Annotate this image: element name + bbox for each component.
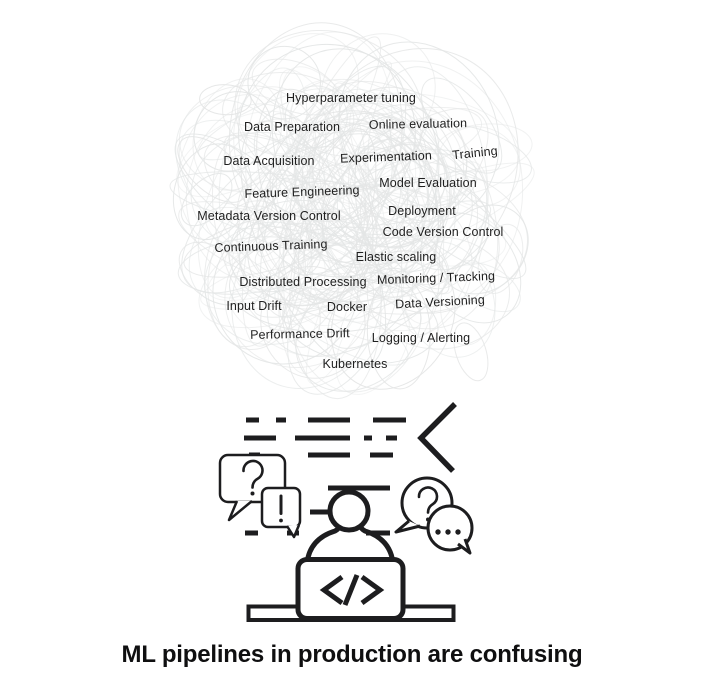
- question-mark-glyph: [242, 459, 264, 489]
- cloud-label: Distributed Processing: [239, 275, 367, 289]
- code-tag-icon: [319, 574, 385, 606]
- chevron-left-icon: [417, 402, 457, 473]
- cloud-label: Docker: [326, 300, 368, 314]
- cloud-label: Data Acquisition: [223, 154, 315, 168]
- cloud-label: Deployment: [388, 204, 456, 218]
- head-code-lines: [310, 485, 390, 536]
- laptop-icon: [295, 557, 406, 621]
- scribble-cloud: [169, 22, 535, 400]
- cloud-label: Online evaluation: [368, 116, 468, 132]
- typing-dots-bubble-icon: [426, 504, 474, 555]
- cloud-label: Input Drift: [226, 299, 282, 313]
- cloud-label: Elastic scaling: [355, 250, 437, 264]
- cloud-label: Data Preparation: [243, 120, 341, 134]
- person-at-laptop-icon: [304, 485, 396, 564]
- cloud-label: Kubernetes: [322, 357, 388, 371]
- cloud-label: Model Evaluation: [379, 176, 477, 190]
- cloud-label: Logging / Alerting: [371, 331, 471, 345]
- question-mark-glyph: [417, 486, 439, 514]
- exclamation-bubble-icon: [260, 486, 302, 539]
- cloud-label: Performance Drift: [250, 326, 350, 342]
- caption-title: ML pipelines in production are confusing: [121, 641, 583, 668]
- cloud-label: Hyperparameter tuning: [286, 91, 416, 105]
- cloud-label: Code Version Control: [382, 225, 504, 239]
- head: [327, 489, 371, 533]
- cloud-label: Metadata Version Control: [197, 209, 341, 223]
